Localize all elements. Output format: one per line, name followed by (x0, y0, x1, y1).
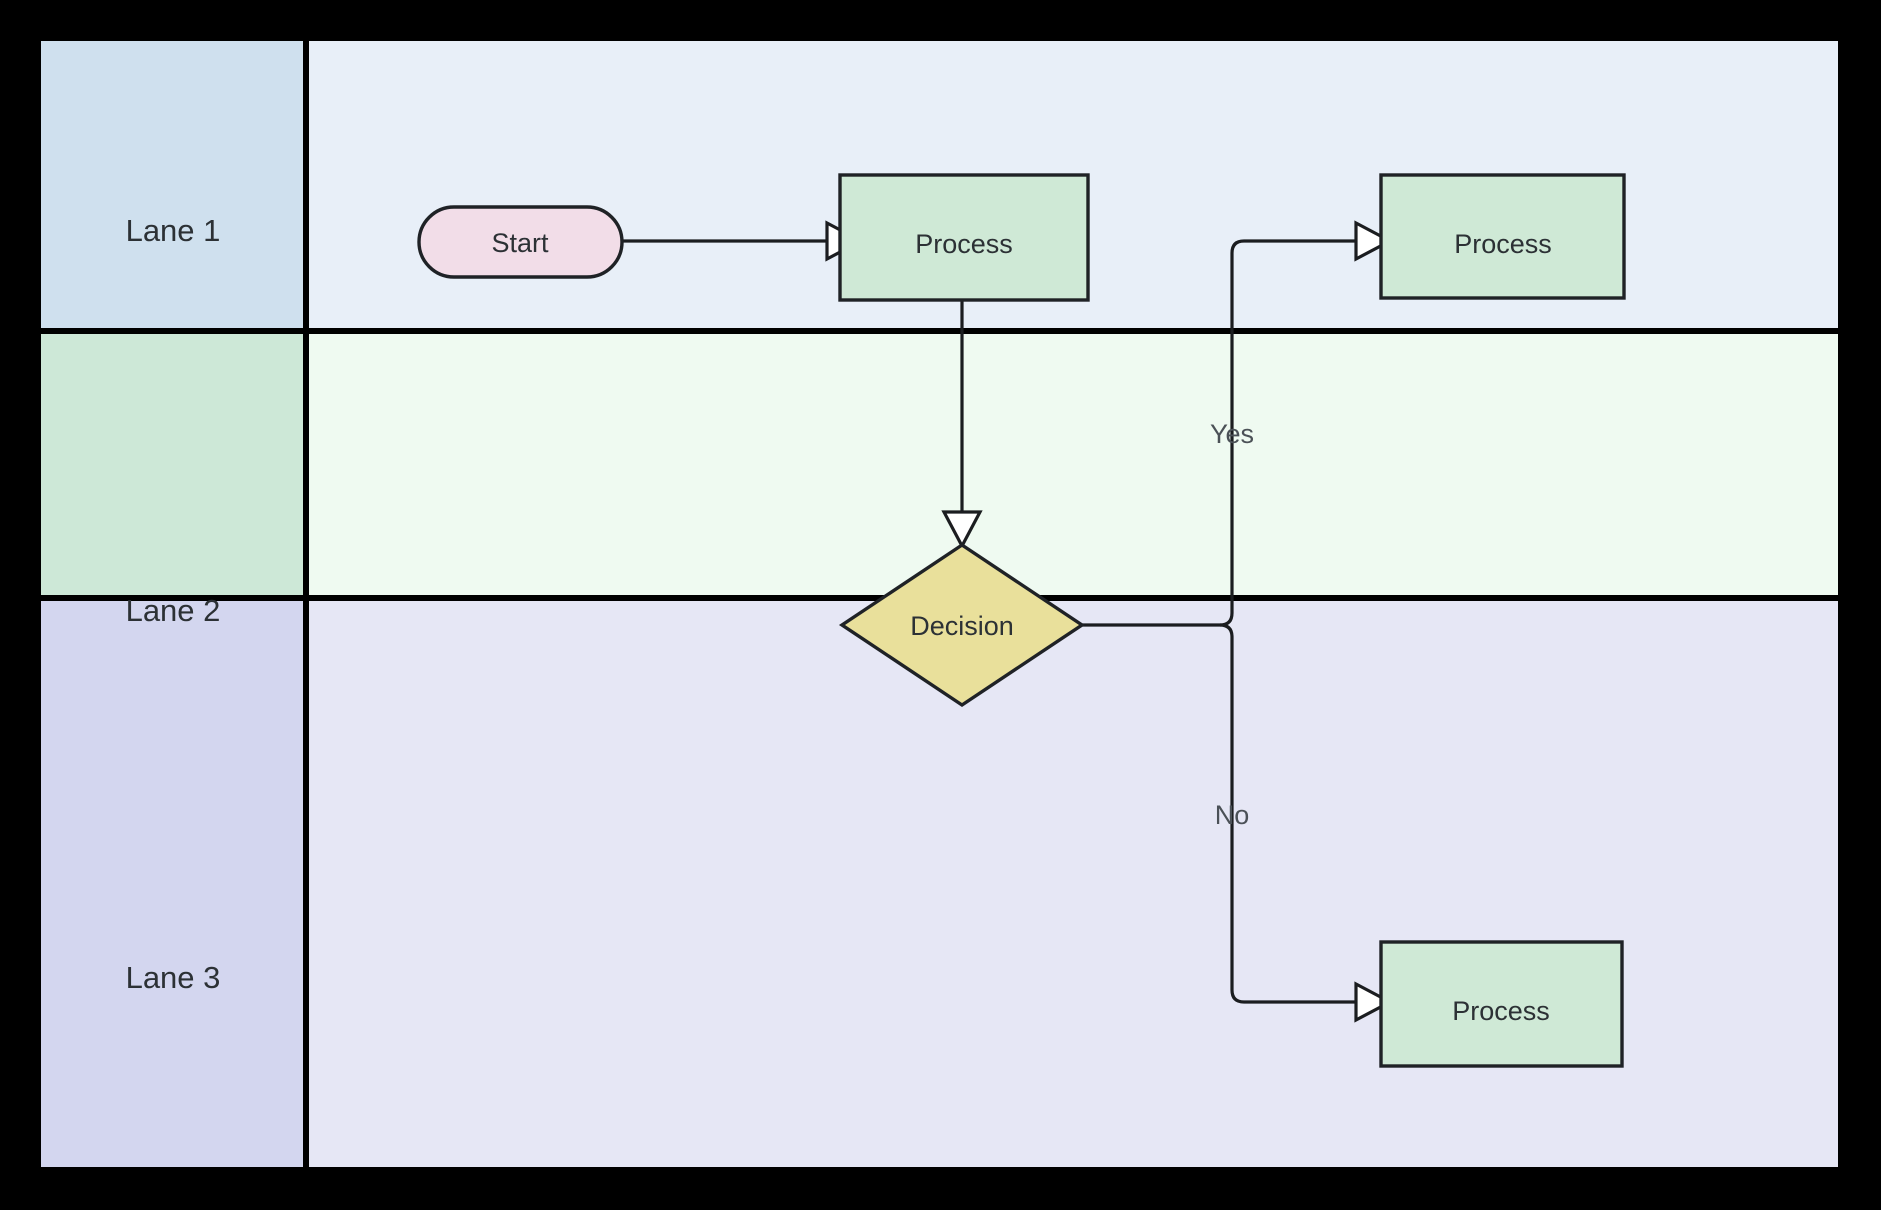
process-3-label: Process (1452, 996, 1550, 1026)
process-2-shape[interactable] (1379, 173, 1626, 300)
start-label: Start (491, 228, 549, 258)
edge-decision-to-process-3-line (1219, 623, 1356, 1004)
decision-shape[interactable] (838, 542, 1086, 708)
edge-label-no: No (1215, 800, 1250, 830)
process-2-label: Process (1454, 229, 1552, 259)
lane-labels: Lane 1 Lane 2 Lane 3 (126, 213, 221, 995)
nodes: Start Process Process Decision Process (417, 173, 1626, 1068)
lane-3-header-bg (41, 600, 305, 1167)
lane-3-body-bg (309, 600, 1838, 1167)
process-1-label: Process (915, 229, 1013, 259)
lane-2-header-bg (41, 333, 305, 596)
process-3-shape[interactable] (1379, 940, 1624, 1068)
process-1-shape[interactable] (838, 173, 1090, 302)
edge-decision-to-process-3-arrowhead (1354, 981, 1394, 1023)
lane-2-label: Lane 2 (126, 593, 221, 628)
node-start[interactable]: Start (417, 205, 624, 279)
edge-labels: Yes No (1210, 419, 1254, 830)
node-process-1[interactable]: Process (838, 173, 1090, 302)
edge-label-yes: Yes (1210, 419, 1254, 449)
lane-3-label: Lane 3 (126, 960, 221, 995)
node-process-2[interactable]: Process (1379, 173, 1626, 300)
node-decision[interactable]: Decision (838, 542, 1086, 708)
lane-1-header-bg (41, 41, 305, 329)
edge-decision-to-process-2-arrowhead (1354, 220, 1394, 262)
edges (622, 220, 1394, 1023)
decision-label: Decision (910, 611, 1014, 641)
lane-2-body-bg (309, 333, 1838, 596)
edge-decision-to-process-2-line (1219, 239, 1356, 627)
node-process-3[interactable]: Process (1379, 940, 1624, 1068)
edge-process-1-to-decision-arrowhead (941, 510, 983, 550)
lane-1-label: Lane 1 (126, 213, 221, 248)
start-shape[interactable] (417, 205, 624, 279)
